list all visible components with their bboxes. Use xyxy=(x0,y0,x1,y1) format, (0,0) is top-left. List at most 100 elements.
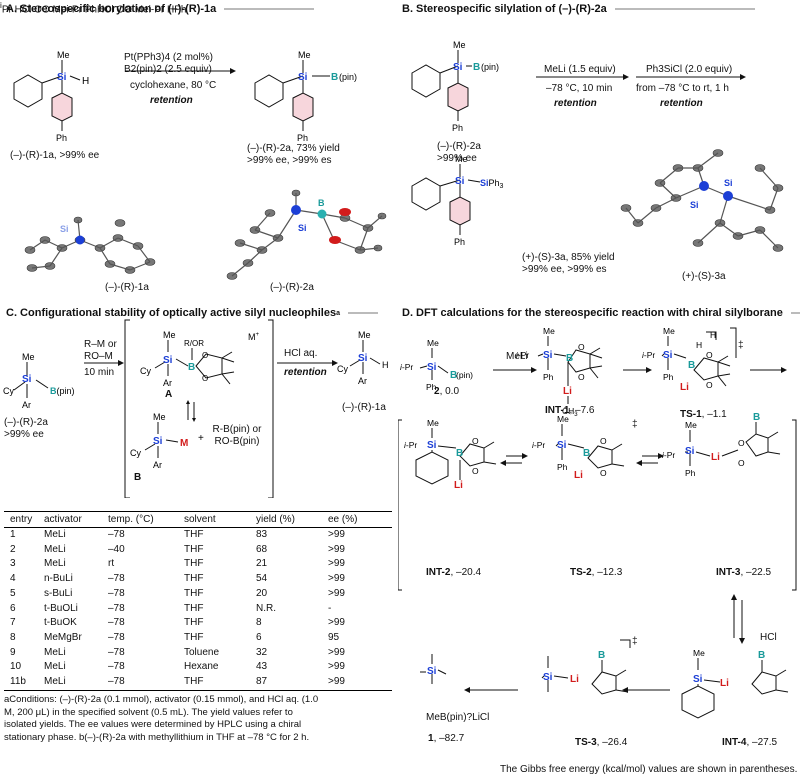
svg-text:Ph: Ph xyxy=(454,237,465,247)
table-cell: 5 xyxy=(10,587,16,599)
svg-text:Me: Me xyxy=(22,352,35,362)
c-species-a: A xyxy=(165,389,173,400)
svg-text:Si: Si xyxy=(543,672,553,683)
d-label-int4: INT-4, –27.5 xyxy=(722,737,778,748)
c-sm-label: (–)-(R)-2a xyxy=(4,417,48,428)
table-cell: 10 xyxy=(10,661,22,673)
svg-text:i-Pr: i-Pr xyxy=(642,350,655,360)
a-retention: retention xyxy=(150,95,193,106)
svg-text:Ph: Ph xyxy=(557,462,568,472)
svg-text:Me: Me xyxy=(153,412,166,422)
svg-text:B: B xyxy=(758,650,765,661)
svg-text:Si: Si xyxy=(22,374,32,385)
b-sm-ee: >99% ee xyxy=(437,153,477,164)
col-activator: activator xyxy=(44,511,108,528)
svg-text:B: B xyxy=(598,650,605,661)
table-cell: THF xyxy=(184,602,204,614)
table-cell: t-BuOLi xyxy=(44,602,78,614)
d-byproduct: MeB(pin)?LiCl xyxy=(426,712,490,723)
svg-text:B(pin): B(pin) xyxy=(50,386,75,396)
table-cell: –78 xyxy=(108,573,125,585)
svg-text:Me: Me xyxy=(685,420,697,430)
svg-text:Me: Me xyxy=(163,330,176,340)
c-footnote: aConditions: (–)-(R)-2a (0.1 mmol), acti… xyxy=(4,694,394,744)
svg-text:Si: Si xyxy=(57,72,67,83)
svg-text:i-Pr: i-Pr xyxy=(662,450,675,460)
table-cell: 8 xyxy=(10,631,16,643)
svg-text:O: O xyxy=(600,436,607,446)
table-cell: THF xyxy=(184,573,204,585)
table-cell: MeLi xyxy=(44,558,66,570)
svg-text:Ph: Ph xyxy=(685,468,696,478)
table-header-row: entry activator temp. (°C) solvent yield… xyxy=(4,511,392,528)
table-cell: –78 xyxy=(108,617,125,629)
svg-text:B: B xyxy=(473,62,480,73)
activator-table: entry activator temp. (°C) solvent yield… xyxy=(4,511,392,691)
b-conditions-1: –78 °C, 10 min xyxy=(546,83,613,94)
c-time: 10 min xyxy=(84,367,115,378)
table-cell: 7 xyxy=(10,617,16,629)
b-reagent-2: Ph3SiCl (2.0 equiv) xyxy=(646,64,733,75)
svg-text:R/OR: R/OR xyxy=(184,339,204,348)
d-dagger-ts2: ‡ xyxy=(632,419,638,430)
c-workup: HCl aq. xyxy=(284,348,318,359)
svg-text:O: O xyxy=(202,374,208,383)
table-cell: >99 xyxy=(328,529,345,540)
d-label-ts2: TS-2, –12.3 xyxy=(570,567,623,578)
svg-text:Li: Li xyxy=(720,678,729,689)
d-label-int3: INT-3, –22.5 xyxy=(716,567,772,578)
a-reagent-1: Pt(PPh3)4 (2 mol%) xyxy=(124,52,213,63)
table-cell: 87 xyxy=(256,675,328,691)
d-meli: MeLi xyxy=(506,351,528,362)
svg-text:O: O xyxy=(738,458,745,468)
svg-text:Si: Si xyxy=(298,72,308,83)
svg-text:Li: Li xyxy=(680,382,689,393)
svg-text:Li: Li xyxy=(570,674,579,685)
table-cell: - xyxy=(328,602,332,614)
table-cell: n-BuLi xyxy=(44,573,73,585)
b-retention-2: retention xyxy=(660,98,703,109)
svg-text:O: O xyxy=(202,351,208,360)
table-cell: 20 xyxy=(256,587,268,599)
c-product-label: (–)-(R)-1a xyxy=(342,402,386,413)
svg-text:Si: Si xyxy=(543,350,553,361)
a-reagent-2: B2(pin)2 (2.5 equiv) xyxy=(124,64,212,75)
table-cell: –78 xyxy=(108,646,125,658)
col-temp: temp. (°C) xyxy=(108,511,184,528)
svg-text:O: O xyxy=(706,380,713,390)
panel-d-title: D. DFT calculations for the stereospecif… xyxy=(402,307,800,319)
table-cell: THF xyxy=(184,558,204,570)
table-cell: THF xyxy=(184,543,204,555)
d-label-int1: INT-1, –7.6 xyxy=(545,405,595,416)
d-hcl: HCl xyxy=(760,632,777,643)
footnote-line-4: stationary phase. b(–)-(R)-2a with methy… xyxy=(4,731,310,743)
col-yield: yield (%) xyxy=(256,511,328,528)
table-cell: t-BuOK xyxy=(44,617,77,629)
svg-text:B: B xyxy=(753,412,760,423)
table-cell: 8 xyxy=(256,617,262,629)
col-solvent: solvent xyxy=(184,511,256,528)
table-cell: THF xyxy=(184,587,204,599)
svg-text:B: B xyxy=(583,448,590,459)
svg-text:O: O xyxy=(706,350,713,360)
svg-text:+: + xyxy=(198,433,204,444)
table-cell: MeLi xyxy=(44,529,66,540)
svg-text:M: M xyxy=(180,438,188,449)
b-conditions-2: from –78 °C to rt, 1 h xyxy=(636,83,729,94)
svg-text:Me: Me xyxy=(427,418,439,428)
c-reagent: R–M or RO–M xyxy=(84,339,117,362)
table-cell: >99 xyxy=(328,646,345,658)
table-cell: 2 xyxy=(10,543,16,555)
table-cell: –78 xyxy=(108,602,125,614)
table-cell: 6 xyxy=(10,602,16,614)
table-cell: Toluene xyxy=(184,646,220,658)
a-product-label: (–)-(R)-2a, 73% yield xyxy=(247,143,340,154)
panel-d-scheme: Si B Si B Li Si B Li Si B Li Si B Li Si … xyxy=(398,326,797,719)
svg-text:Li: Li xyxy=(563,386,572,397)
footnote-line-3: isolated yields. The ee values were dete… xyxy=(4,719,302,730)
svg-text:M+: M+ xyxy=(248,332,260,342)
svg-text:i-Pr: i-Pr xyxy=(400,362,413,372)
svg-text:Cy: Cy xyxy=(130,448,141,458)
